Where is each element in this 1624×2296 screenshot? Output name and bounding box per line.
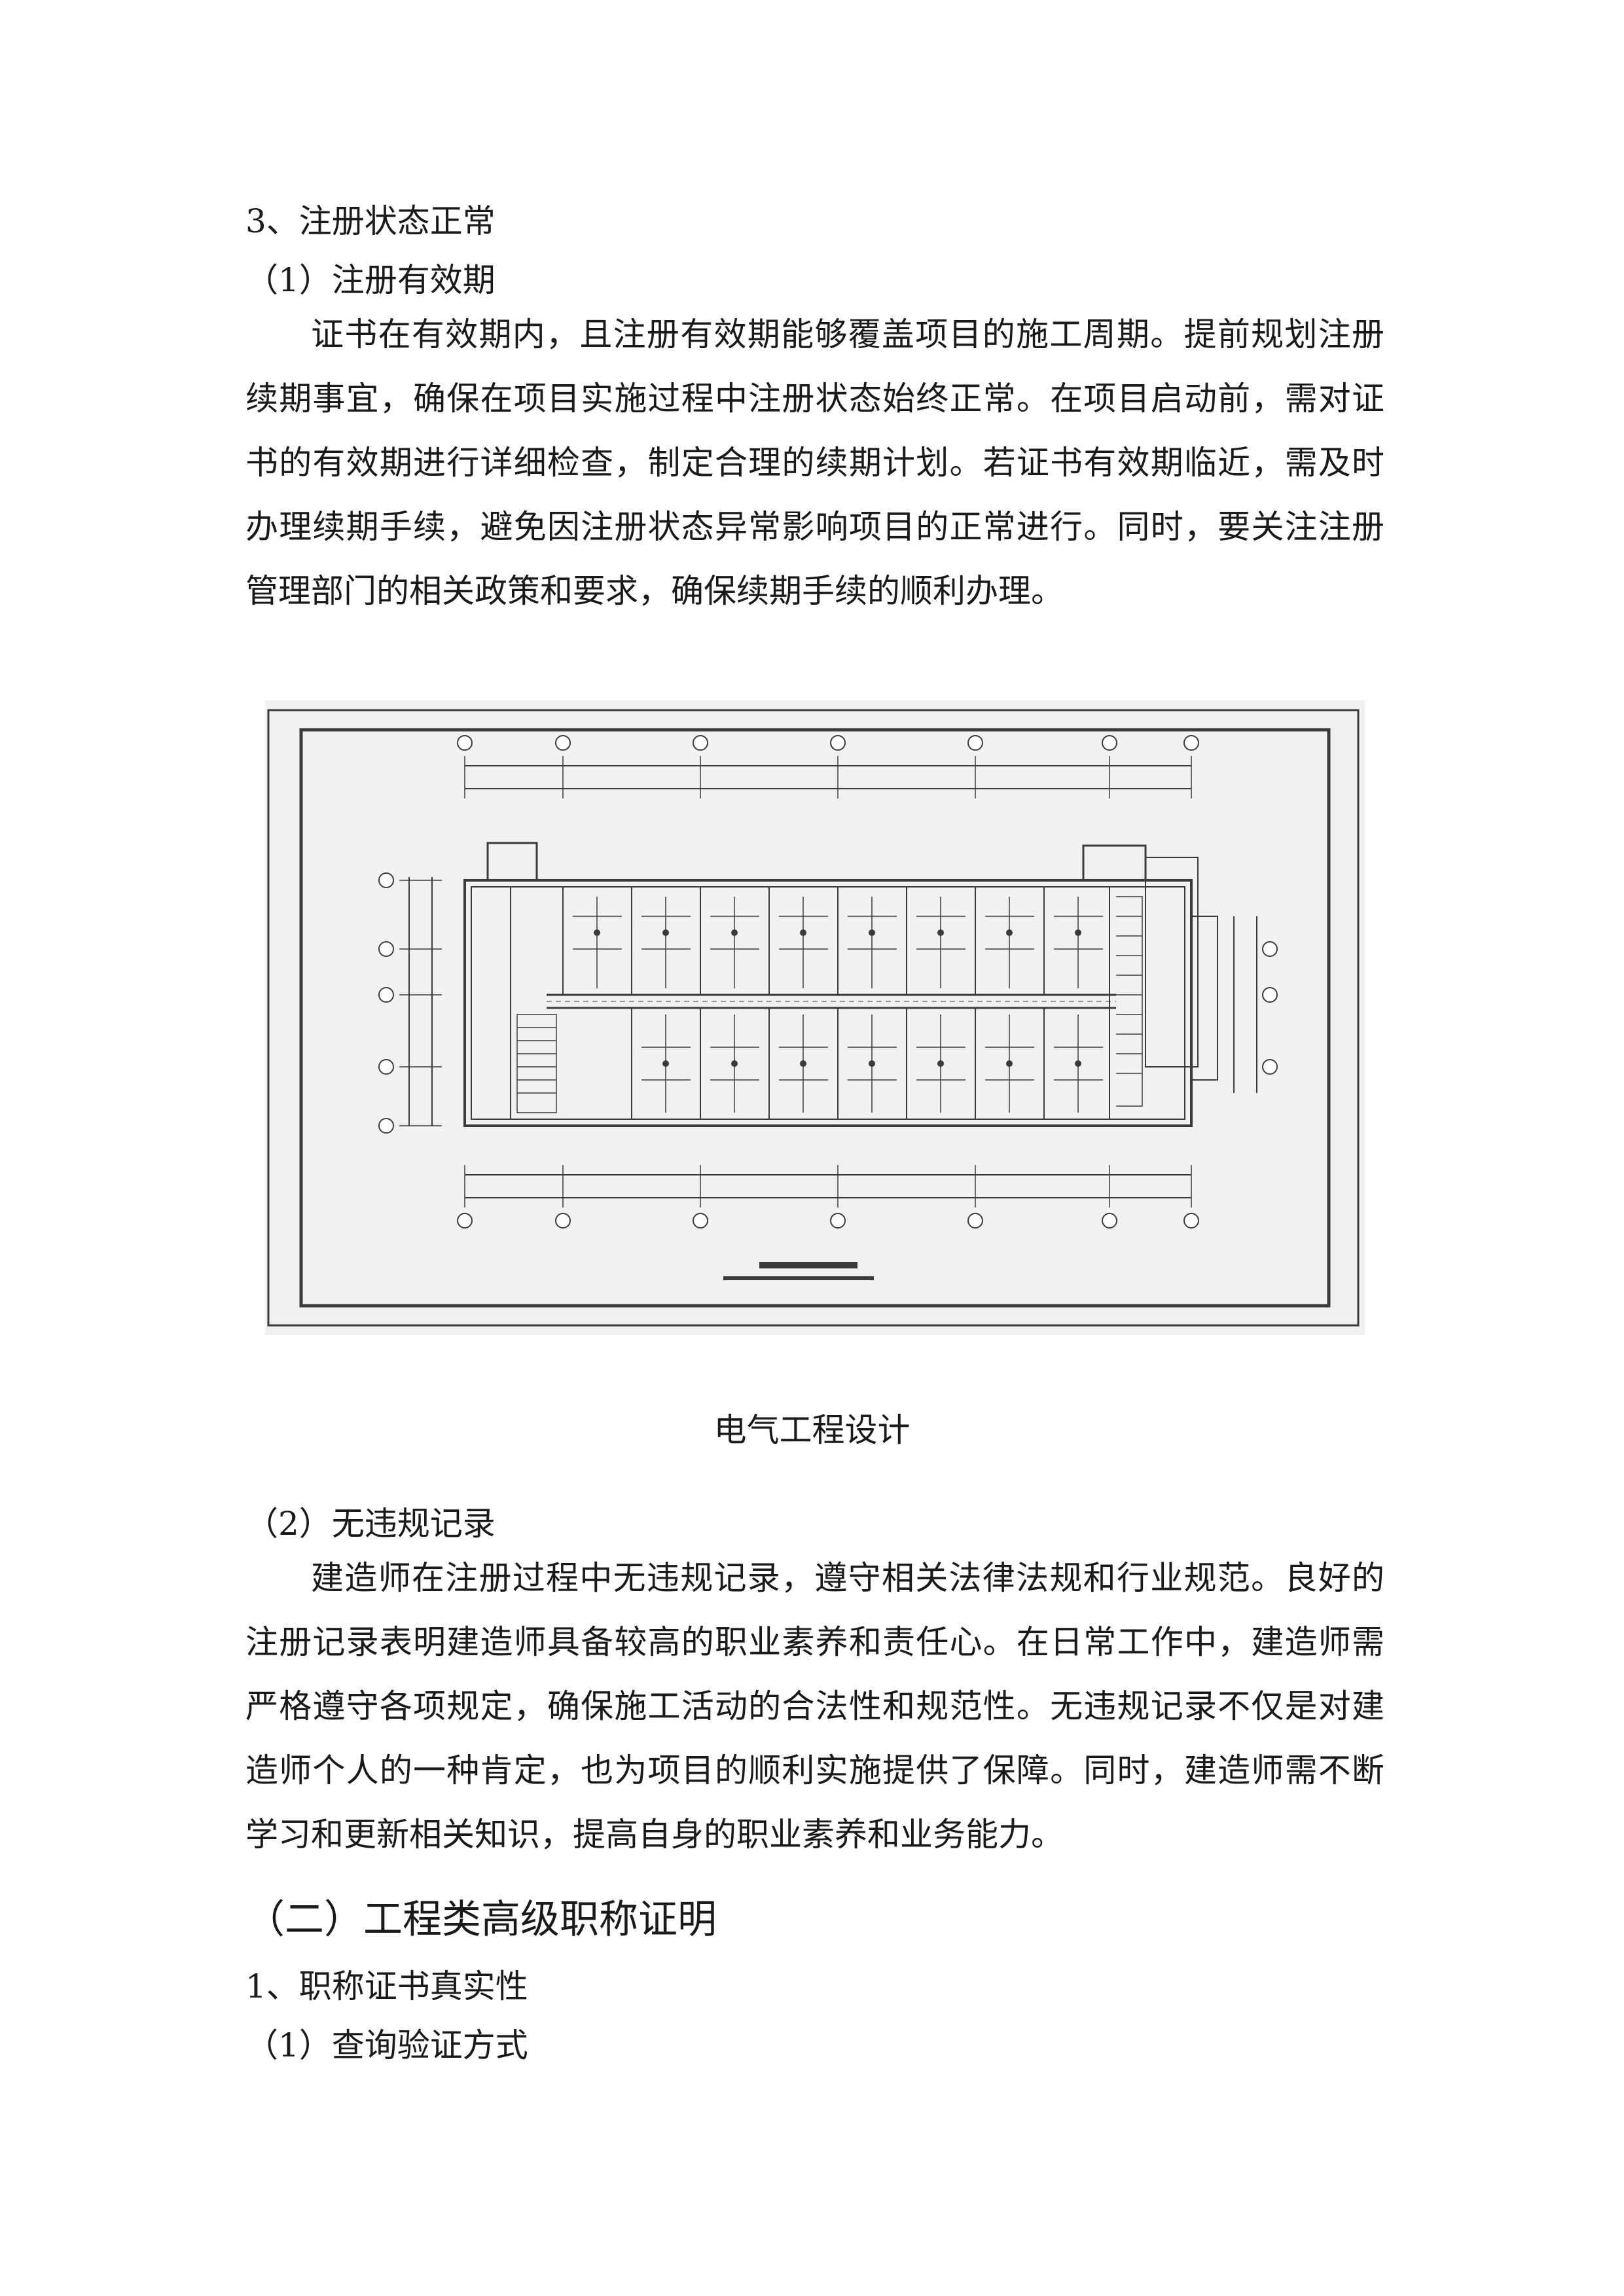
heading-certificate-authenticity: 1、职称证书真实性	[245, 1967, 528, 2005]
section-heading-senior-title-certificate: （二）工程类高级职称证明	[245, 1897, 717, 1943]
paragraph-validity-period: 证书在有效期内，且注册有效期能够覆盖项目的施工周期。提前规划注册续期事宜，确保在…	[245, 315, 1384, 610]
electrical-floor-plan-figure	[265, 700, 1365, 1335]
section-heading-registration-status: 3、注册状态正常	[245, 202, 496, 240]
figure-caption: 电气工程设计	[713, 1411, 911, 1449]
paragraph-no-violation-record: 建造师在注册过程中无违规记录，遵守相关法律法规和行业规范。良好的注册记录表明建造…	[245, 1559, 1384, 1854]
subheading-query-verification-method: （1）查询验证方式	[245, 2026, 528, 2064]
floor-plan-drawing	[267, 709, 1360, 1327]
subheading-no-violation-record: （2）无违规记录	[245, 1505, 496, 1543]
subheading-validity-period: （1）注册有效期	[245, 261, 496, 299]
